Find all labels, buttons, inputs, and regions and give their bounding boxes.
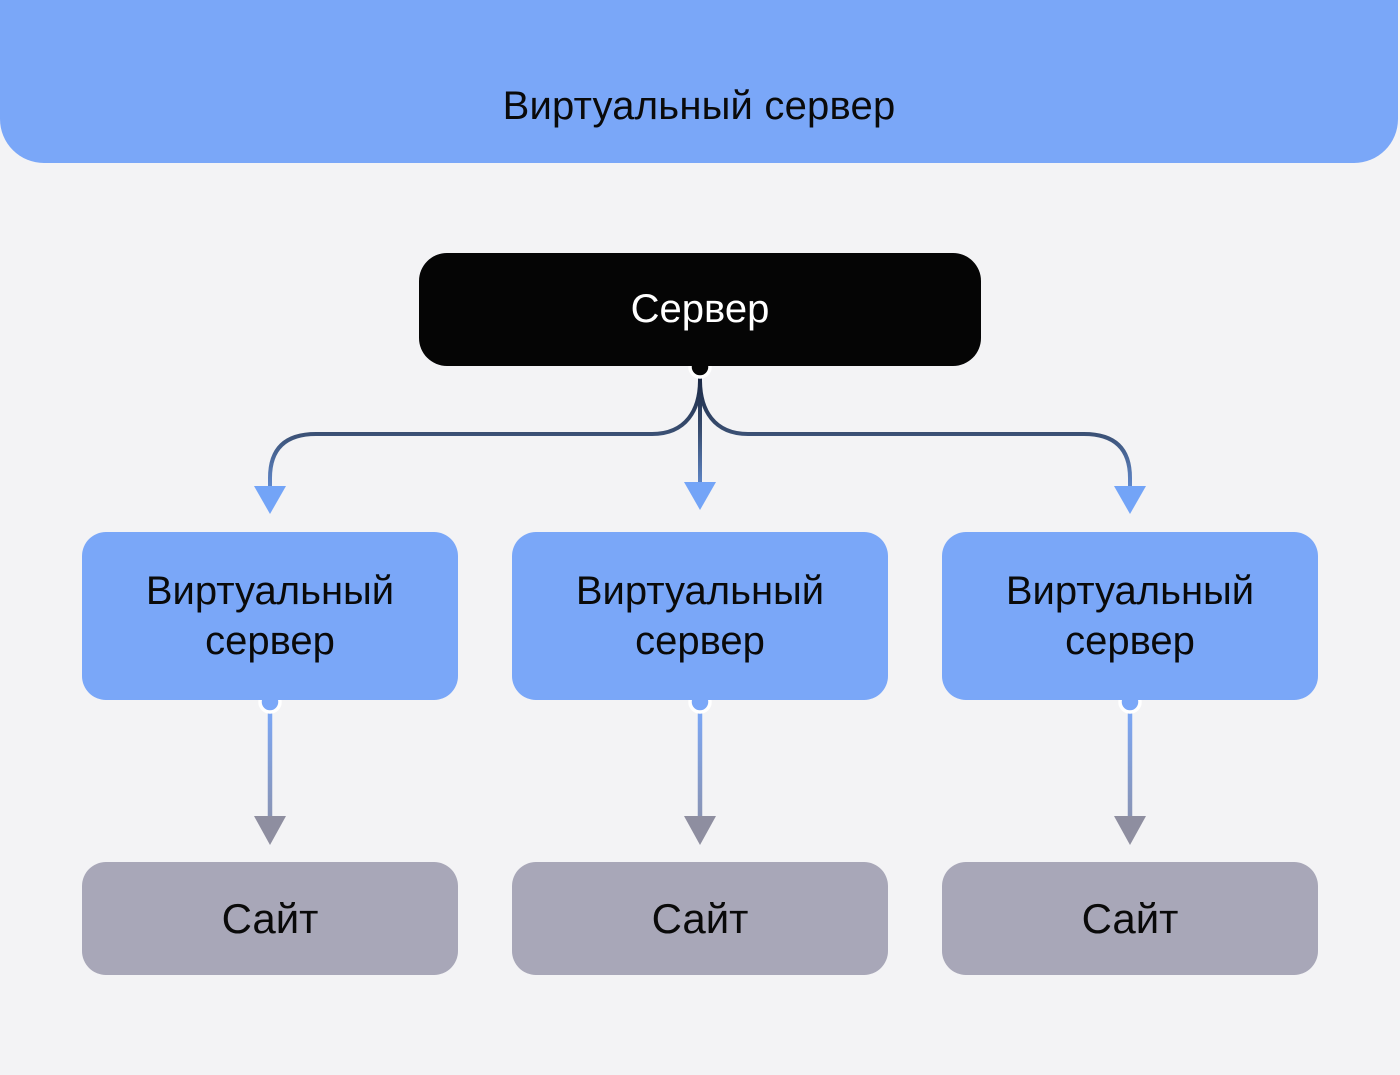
arrowhead-down-icon	[1114, 486, 1146, 514]
node-site-2: Сайт	[512, 862, 888, 975]
node-site-1-label: Сайт	[221, 894, 319, 942]
arrowhead-down-icon	[1114, 816, 1146, 845]
arrowhead-down-icon	[684, 482, 716, 510]
banner-virtual-server: Виртуальный сервер	[0, 0, 1398, 163]
node-site-3: Сайт	[942, 862, 1318, 975]
node-server-label: Сервер	[630, 287, 770, 331]
arrowhead-down-icon	[254, 486, 286, 514]
edge-root-to-vs1	[268, 379, 702, 488]
edge-root-to-vs3	[698, 379, 1132, 488]
node-virtual-server-2-label: Виртуальный сервер	[575, 569, 825, 663]
node-virtual-server-2: Виртуальный сервер	[512, 532, 888, 700]
node-site-1: Сайт	[82, 862, 458, 975]
banner-title: Виртуальный сервер	[502, 84, 896, 128]
node-virtual-server-3-label: Виртуальный сервер	[1005, 569, 1255, 663]
node-site-3-label: Сайт	[1081, 894, 1179, 942]
node-server: Сервер	[419, 253, 981, 366]
node-virtual-server-1-label: Виртуальный сервер	[145, 569, 395, 663]
node-virtual-server-1: Виртуальный сервер	[82, 532, 458, 700]
node-site-2-label: Сайт	[651, 894, 749, 942]
arrowhead-down-icon	[254, 816, 286, 845]
node-virtual-server-3: Виртуальный сервер	[942, 532, 1318, 700]
arrowhead-down-icon	[684, 816, 716, 845]
